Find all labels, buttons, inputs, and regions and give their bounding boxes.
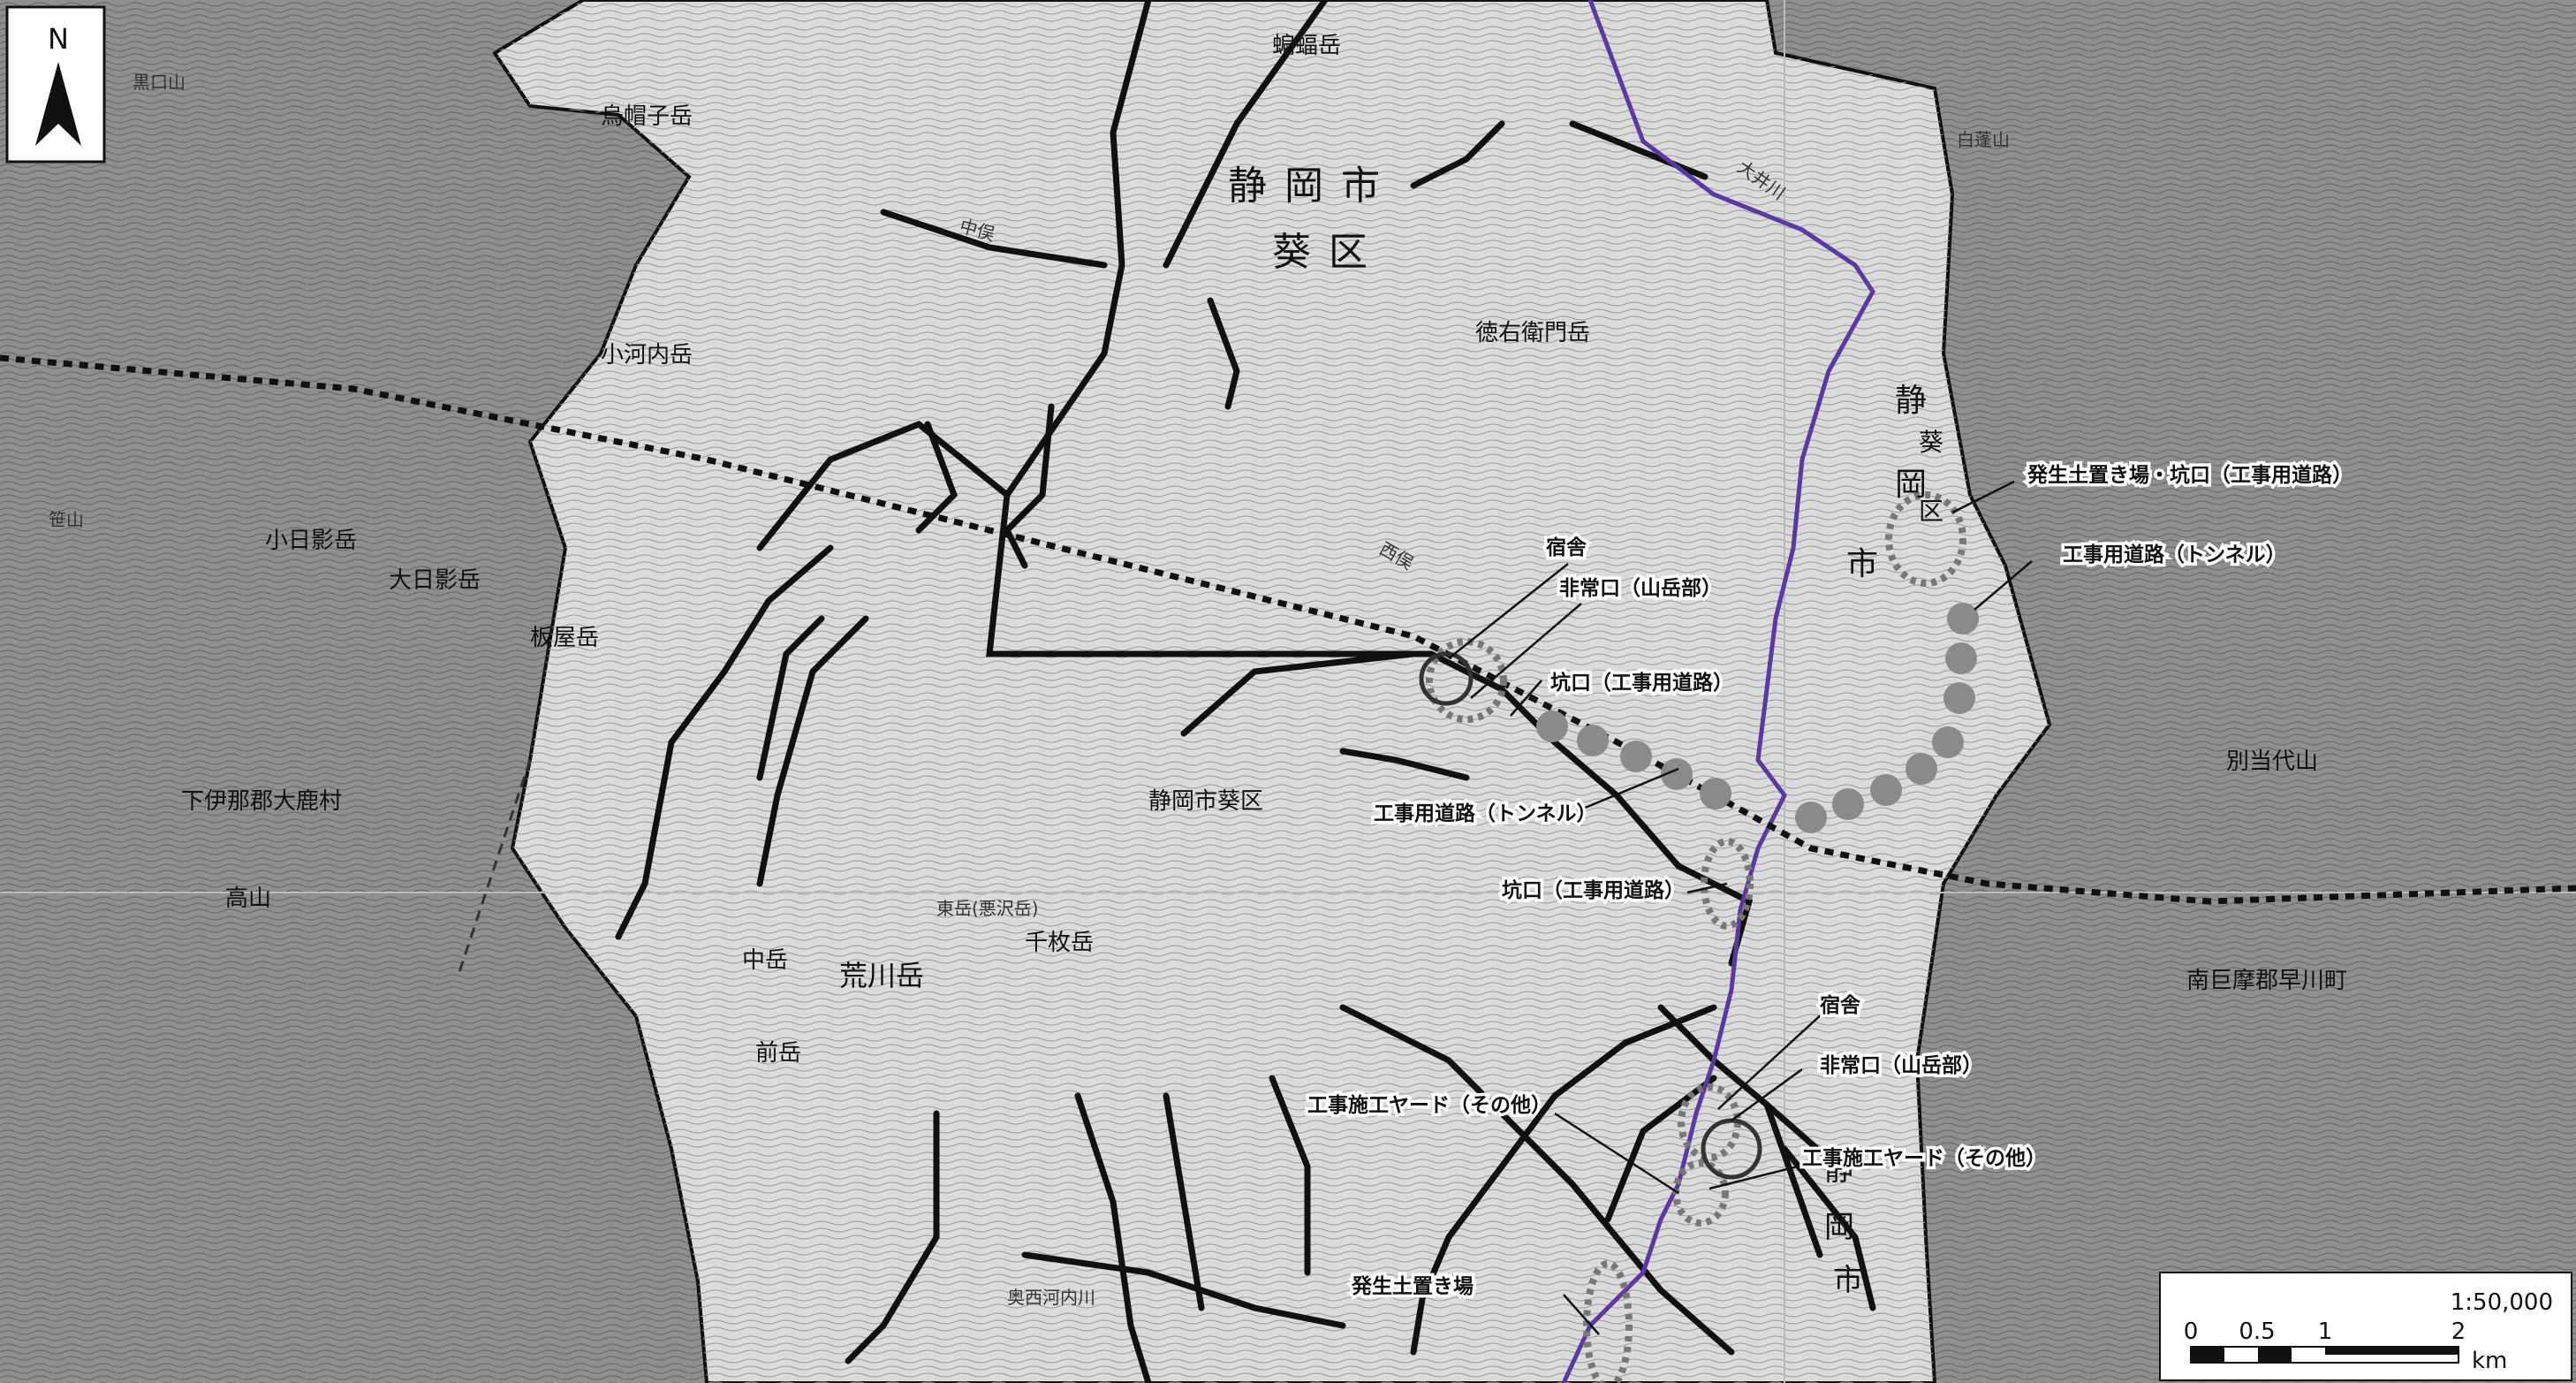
river-label-okunishi: 奥西河内川 [1007,1287,1095,1308]
peak-label: 千枚岳 [1025,930,1094,956]
scale-unit: km [2472,1348,2507,1374]
scale-tick: 1 [2318,1318,2333,1345]
south-shizu: 静 [1824,1152,1854,1188]
peak-label: 大日影岳 [389,567,481,594]
peak-label: 別当代山 [2226,748,2318,775]
peak-label: 高山 [225,885,271,912]
annotation-construction-yard: 工事施工ヤード（その他） [1307,1093,1551,1117]
area-label-minamikoma: 南巨摩郡早川町 [2186,968,2347,994]
annotation-tunnel-portal: 坑口（工事用道路） [1550,671,1733,695]
peak-label: 板屋岳 [530,625,599,651]
construction-road-dots [1536,603,1979,833]
north-arrow: N [5,5,106,163]
peak-label: 笹山 [49,509,84,530]
annotation-emergency-exit: 非常口（山岳部） [1820,1053,1982,1077]
east-shizu: 静 [1895,383,1927,419]
annotation-tunnel-portal: 坑口（工事用道路） [1502,878,1685,902]
peak-label: 白蓬山 [1957,129,2010,150]
study-area-contours [495,0,2049,1383]
scale-tick: 2 [2451,1318,2466,1345]
leader-lines [1448,480,2033,1335]
south-shi: 市 [1833,1263,1863,1298]
peak-label: 小河内岳 [601,342,693,369]
area-label-shizuoka-aoi: 静岡市葵区 [1148,788,1263,815]
annotation-dormitory: 宿舎 [1820,993,1861,1017]
peak-label: 烏帽子岳 [601,103,693,130]
annotation-construction-road-tunnel: 工事用道路（トンネル） [1374,802,1597,825]
east-shi: 市 [1846,546,1878,582]
scale-tick: 0 [2184,1318,2199,1345]
annotation-emergency-exit: 非常口（山岳部） [1559,576,1722,600]
peak-label: 東岳(悪沢岳) [936,898,1039,919]
peak-label: 徳右衛門岳 [1475,320,1590,346]
annotation-construction-road-tunnel: 工事用道路（トンネル） [2063,543,2286,566]
annotation-construction-yard: 工事施工ヤード（その他） [1802,1146,2046,1170]
peak-label: 前岳 [755,1040,801,1067]
peak-label: 中岳 [742,947,788,974]
scale-tick: 0.5 [2239,1318,2275,1345]
scale-ratio: 1:50,000 [2451,1289,2553,1316]
city-label-big: 静岡市 [1228,163,1398,209]
tunnel-line [0,354,2576,905]
area-label-shimoina: 下伊那郡大鹿村 [181,788,342,815]
east-oka: 岡 [1895,467,1927,503]
south-oka: 岡 [1824,1210,1854,1245]
annotation-dormitory: 宿舎 [1546,536,1587,559]
county-boundary [458,759,532,973]
peak-label: 小日影岳 [265,528,357,554]
peak-label: 荒川岳 [839,959,924,992]
peak-label: 黒口山 [133,72,186,93]
annotation-spoil-site-portal: 発生土置き場・坑口（工事用道路） [2027,463,2352,487]
annotation-spoil-site: 発生土置き場 [1351,1275,1474,1298]
north-label: N [48,22,69,56]
ward-label-big: 葵区 [1272,230,1385,275]
peak-label: 蝙蝠岳 [1272,33,1341,59]
east-aoi: 葵 [1919,428,1943,457]
river-network [615,0,1876,1383]
scale-bar: 1:50,000 0 0.5 1 2 km [2159,1272,2572,1381]
east-ku: 区 [1919,497,1943,526]
